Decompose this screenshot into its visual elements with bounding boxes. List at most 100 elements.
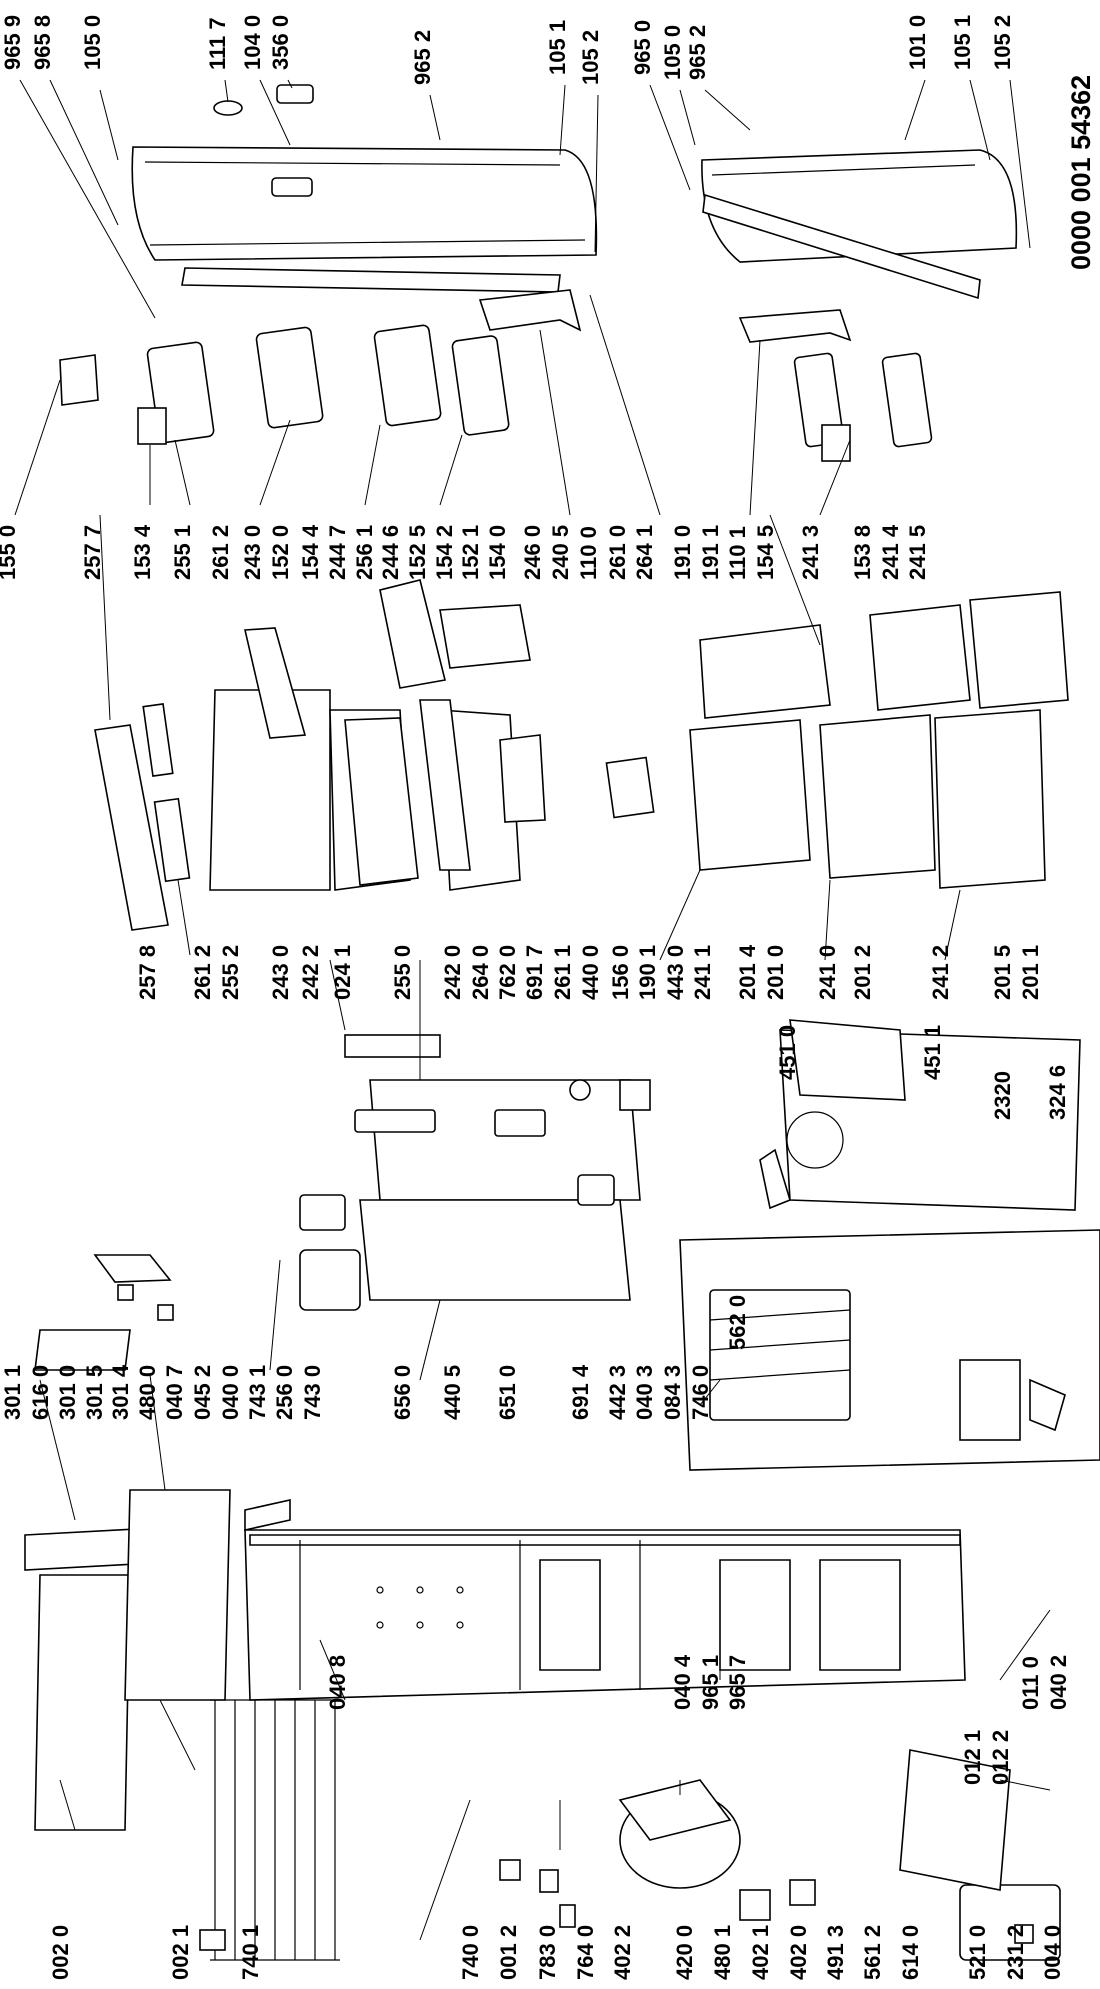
label-r3-1: 261 2: [190, 945, 215, 1000]
label-r4-20: 451 0: [775, 1025, 800, 1080]
label-mid-15: 246 0: [520, 525, 545, 580]
fridge-shelves-drawing: [94, 579, 546, 931]
label-r4-11: 743 0: [300, 1365, 325, 1420]
label-mid-11: 152 5: [405, 525, 430, 580]
label-mid-20: 191 0: [670, 525, 695, 580]
label-r3-10: 691 7: [522, 945, 547, 1000]
label-r3-9: 762 0: [495, 945, 520, 1000]
label-top-4: 104 0: [240, 15, 265, 70]
label-r4-3: 301 5: [82, 1365, 107, 1420]
label-top-5: 356 0: [268, 15, 293, 70]
label-top-0: 965 9: [0, 15, 25, 70]
label-r3-5: 024 1: [330, 945, 355, 1000]
label-bottom-9: 480 1: [710, 1925, 735, 1980]
label-r4-10: 256 0: [272, 1365, 297, 1420]
label-mid-1: 257 7: [80, 525, 105, 580]
label-mid-3: 255 1: [170, 525, 195, 580]
label-top-11: 965 2: [685, 25, 710, 80]
label-r3-15: 443 0: [663, 945, 688, 1000]
label-r5-4: 011 0: [1018, 1656, 1043, 1710]
document-number: 0000 001 54362: [1066, 75, 1096, 270]
label-r3-23: 201 1: [1018, 945, 1043, 1000]
label-mid-16: 240 5: [548, 525, 573, 580]
label-bottom-7: 402 2: [610, 1925, 635, 1980]
label-mid-2: 153 4: [130, 524, 155, 580]
label-bottom-0: 002 0: [48, 1925, 73, 1980]
label-mid-21: 191 1: [698, 525, 723, 580]
label-top-2: 105 0: [80, 15, 105, 70]
label-r4-5: 480 0: [135, 1365, 160, 1420]
label-mid-17: 110 0: [576, 526, 601, 580]
label-r3-19: 241 0: [815, 945, 840, 1000]
label-mid-24: 241 3: [798, 525, 823, 580]
freezer-drawers-drawing: [605, 591, 1069, 889]
label-mid-26: 241 4: [878, 524, 903, 580]
label-r3-17: 201 4: [735, 944, 760, 1000]
label-bottom-6: 764 0: [573, 1925, 598, 1980]
label-r3-4: 242 2: [298, 945, 323, 1000]
label-mid-25: 153 8: [850, 525, 875, 580]
label-r4-1: 616 0: [28, 1365, 53, 1420]
label-r3-16: 241 1: [690, 945, 715, 1000]
label-r3-20: 201 2: [850, 945, 875, 1000]
label-r4-13: 440 5: [440, 1365, 465, 1420]
label-mid-14: 154 0: [485, 525, 510, 580]
label-r5-5: 040 2: [1046, 1655, 1071, 1710]
label-r4-0: 301 1: [0, 1365, 25, 1420]
freezer-door-drawing: [701, 149, 1018, 300]
label-bottom-10: 402 1: [748, 1925, 773, 1980]
label-r3-22: 201 5: [990, 945, 1015, 1000]
label-r4-6: 040 7: [162, 1365, 187, 1420]
label-r3-0: 257 8: [135, 945, 160, 1000]
label-r5-0: 040 8: [325, 1655, 350, 1710]
label-mid-4: 261 2: [208, 525, 233, 580]
label-mid-8: 244 7: [325, 525, 350, 580]
label-r4-15: 691 4: [568, 1364, 593, 1420]
label-mid-7: 154 4: [298, 524, 323, 580]
label-top-14: 105 2: [990, 15, 1015, 70]
label-bottom-13: 561 2: [860, 1925, 885, 1980]
label-r5-1: 040 4: [670, 1654, 695, 1710]
label-bottom-18: 012 1: [960, 1730, 985, 1785]
label-r4-7: 045 2: [190, 1365, 215, 1420]
refrigeration-unit-drawing: [679, 1229, 1100, 1471]
label-r4-24: 562 0: [725, 1295, 750, 1350]
label-top-7: 105 1: [545, 20, 570, 75]
label-r4-9: 743 1: [245, 1365, 270, 1420]
label-mid-22: 110 1: [725, 526, 750, 580]
label-top-8: 105 2: [578, 30, 603, 85]
label-mid-5: 243 0: [240, 525, 265, 580]
label-top-6: 965 2: [410, 30, 435, 85]
label-bottom-8: 420 0: [672, 1925, 697, 1980]
top-cover-parts-drawing: [34, 1254, 174, 1371]
label-r3-7: 242 0: [440, 945, 465, 1000]
label-mid-10: 244 6: [378, 525, 403, 580]
label-r3-18: 201 0: [763, 945, 788, 1000]
label-r4-16: 442 3: [605, 1365, 630, 1420]
label-bottom-2: 740 1: [238, 1925, 263, 1980]
label-mid-27: 241 5: [905, 525, 930, 580]
compressor-drawing: [499, 1749, 1061, 1961]
condenser-drawing: [199, 1699, 340, 1961]
label-bottom-12: 491 3: [823, 1925, 848, 1980]
label-bottom-1: 002 1: [168, 1925, 193, 1980]
label-top-12: 101 0: [905, 15, 930, 70]
label-mid-18: 261 0: [605, 525, 630, 580]
label-top-3: 111 7: [205, 17, 230, 70]
label-r4-23: 324 6: [1045, 1065, 1070, 1120]
label-r3-6: 255 0: [390, 945, 415, 1000]
label-r4-21: 451 1: [920, 1025, 945, 1080]
label-r3-14: 190 1: [635, 945, 660, 1000]
label-bottom-15: 521 0: [965, 1925, 990, 1980]
cabinet-drawing: [244, 1499, 966, 1701]
label-bottom-5: 783 0: [535, 1925, 560, 1980]
side-panels-drawing: [24, 1489, 231, 1831]
label-r3-21: 241 2: [928, 945, 953, 1000]
label-bottom-11: 402 0: [786, 1925, 811, 1980]
label-r4-4: 301 4: [108, 1364, 133, 1420]
label-r4-8: 040 0: [218, 1365, 243, 1420]
label-mid-9: 256 1: [352, 525, 377, 580]
leader-lines: [14, 79, 1051, 1941]
